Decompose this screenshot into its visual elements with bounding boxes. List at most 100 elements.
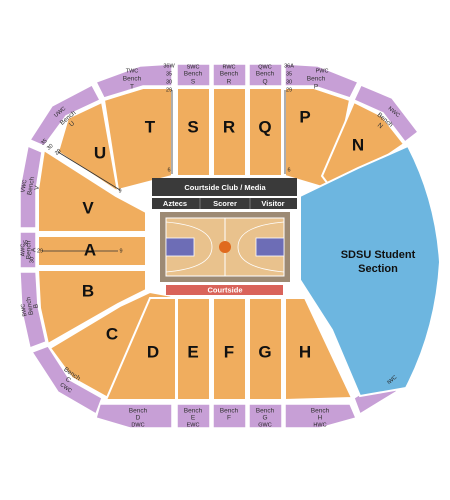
row-numbers: 36W 35 30 29 6 36A 35 30 29 6 35 30 29 9… [23,63,294,263]
bench-a-code: AWC [20,244,26,257]
bench-d-code: DWC [131,422,144,428]
bench-h[interactable] [284,403,358,429]
bench-v-code: VWC [20,179,28,193]
bench-g-label: Bench [256,408,275,415]
basketball-court [160,212,290,282]
row-num: 29 [54,148,63,157]
row-num: 30 [46,143,55,152]
bench-s-letter: S [191,79,196,86]
bench-q-label: Bench [256,71,275,78]
bench-c[interactable] [30,345,103,416]
bench-e-label: Bench [184,408,203,415]
bench-i-code: IWC [386,375,398,386]
bench-b[interactable] [19,271,47,350]
section-b[interactable] [36,269,147,346]
row-num: 9 [118,188,121,194]
bench-p[interactable] [284,63,360,99]
bench-u-letter: U [68,120,76,129]
bench-b-label: Bench [25,296,35,316]
bench-f-letter: F [227,415,231,422]
bench-a[interactable] [19,231,37,269]
row-num: 29 [286,87,292,93]
section-u-label: U [94,143,106,162]
row-num: 6 [167,167,170,173]
bench-h-letter: H [318,415,323,422]
court-bar [152,198,297,209]
section-q[interactable] [248,87,283,177]
bench-t[interactable] [94,63,173,99]
row-num: 30 [286,79,292,85]
bench-q[interactable] [248,63,283,87]
bench-n[interactable] [352,84,420,144]
section-r[interactable] [212,87,247,177]
bench-c-letter: C [64,376,72,385]
seating-sections [36,87,406,402]
row-num: 30 [166,79,172,85]
bench-r-letter: R [227,79,232,86]
bench-r-label: Bench [220,71,239,78]
section-c-label: C [106,324,118,343]
row-num: 36W [163,63,175,69]
row-num: 9 [119,248,122,254]
bench-t-letter: T [130,84,134,91]
section-b-label: B [82,281,94,300]
bench-t-label: Bench [123,76,142,83]
section-v[interactable] [37,148,147,233]
row-num: 30 [29,257,35,263]
section-e[interactable] [176,297,211,401]
lane-right [255,237,285,257]
three-point-right [237,221,285,273]
row-line-u [57,151,121,191]
bench-e[interactable] [176,403,211,429]
section-t-label: T [145,117,156,136]
courtside-bar[interactable] [166,285,283,295]
section-h[interactable] [284,297,354,402]
bench-d[interactable] [95,403,173,429]
visitor-label: Visitor [261,199,284,208]
bench-p-code: PWC [316,68,329,74]
aztecs-label: Aztecs [163,199,187,208]
section-s[interactable] [176,87,211,177]
bench-d-label: Bench [129,408,148,415]
row-num: 35 [40,138,49,147]
row-num: 36A [284,63,294,69]
row-num: 35 [286,71,292,77]
section-s-label: S [187,117,198,136]
bench-v-label: Bench [26,176,36,196]
bench-g[interactable] [248,403,283,429]
section-g-label: G [258,342,271,361]
section-n-label: N [352,135,364,154]
row-num: 29 [166,87,172,93]
bench-f[interactable] [212,403,247,429]
bench-u[interactable] [28,83,102,147]
section-g[interactable] [248,297,283,401]
section-f-label: F [224,342,234,361]
bench-e-code: EWC [187,422,200,428]
row-num: 35 [23,240,29,246]
bench-p-letter: P [314,84,318,91]
bench-v[interactable] [19,144,43,229]
bench-a-label: Bench [26,240,33,259]
student-section-label-1: SDSU Student [341,249,416,261]
scorer-label: Scorer [213,199,237,208]
bench-g-letter: G [262,415,267,422]
bench-n-letter: N [376,122,384,131]
bench-r-code: RWC [222,64,235,70]
media-bar[interactable] [152,178,297,196]
bench-s[interactable] [176,63,211,87]
bench-h-label: Bench [311,408,330,415]
bench-h-code: HWC [313,422,326,428]
bench-r[interactable] [212,63,247,87]
section-p-label: P [299,107,310,126]
bench-q-code: QWC [258,64,271,70]
bench-p-label: Bench [307,76,326,83]
three-point-left [165,221,213,273]
section-f[interactable] [212,297,247,401]
bench-s-label: Bench [184,71,203,78]
bench-d-letter: D [136,415,141,422]
sdsu-student-section[interactable] [299,144,442,398]
section-a-label: A [84,240,96,259]
lane-left [165,237,195,257]
bench-s-code: SWC [187,64,200,70]
